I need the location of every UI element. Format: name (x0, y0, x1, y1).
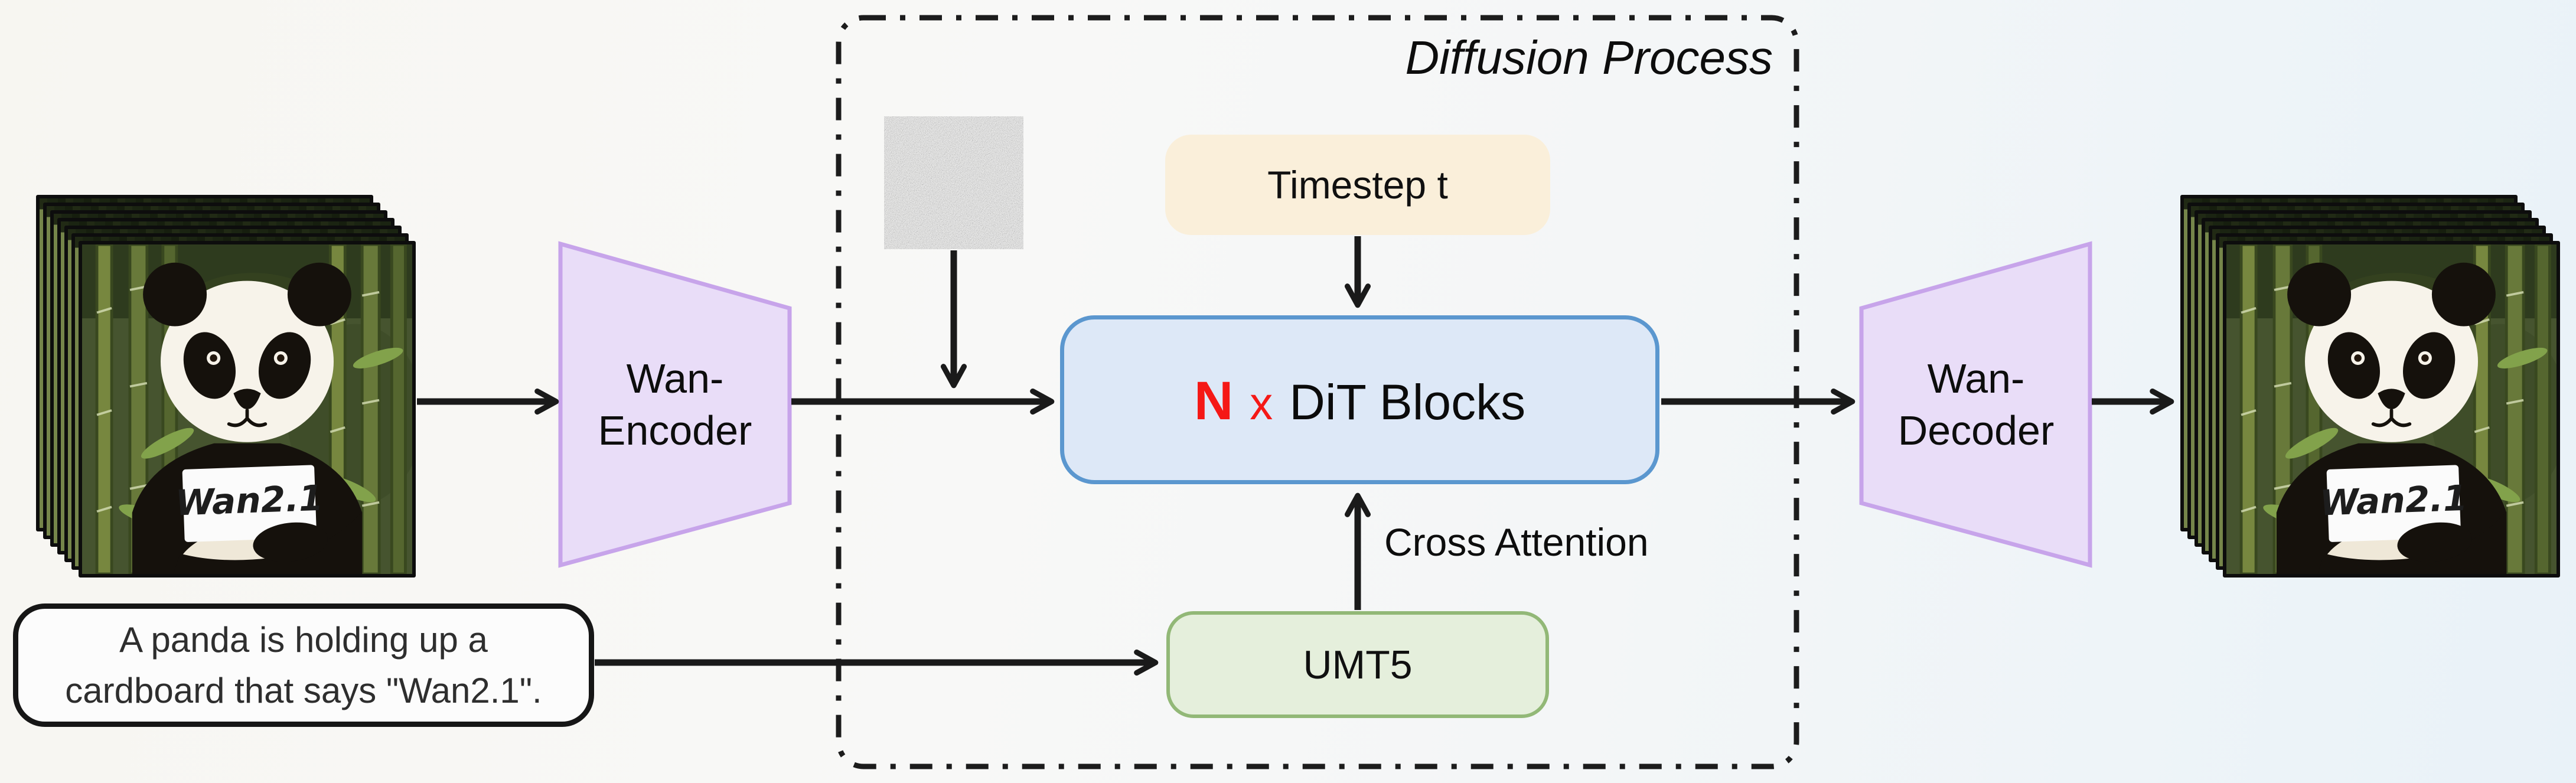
diffusion-process-title: Diffusion Process (1405, 31, 1773, 84)
input-video-frames (36, 195, 419, 580)
umt5-label: UMT5 (1303, 642, 1413, 687)
noise-image (884, 116, 1023, 249)
wan-encoder-label-line1: Wan- (626, 355, 724, 402)
wan-decoder-label: Wan- Decoder (1861, 244, 2091, 565)
cross-attention-label: Cross Attention (1384, 520, 1649, 564)
wan-decoder-label-line2: Decoder (1897, 407, 2055, 454)
panda-image (2226, 244, 2557, 574)
wan-decoder-shape (1859, 241, 2092, 568)
wan-decoder-label-line1: Wan- (1927, 355, 2025, 402)
timestep-label: Timestep t (1267, 163, 1448, 207)
diffusion-process-container (836, 15, 1799, 769)
wan-encoder-label: Wan- Encoder (560, 244, 790, 565)
video-frame-front (2223, 241, 2560, 578)
output-video-frames (2180, 195, 2563, 580)
timestep-box: Timestep t (1165, 135, 1550, 235)
prompt-box: A panda is holding up a cardboard that s… (13, 603, 594, 727)
prompt-line1: A panda is holding up a (119, 620, 488, 660)
wan-encoder-shape (558, 241, 792, 568)
dit-n: N (1194, 371, 1234, 431)
dit-times: x (1250, 377, 1273, 429)
wan-encoder-label-line2: Encoder (598, 407, 752, 454)
panda-image (82, 244, 412, 574)
dit-blocks-box: N x DiT Blocks (1060, 315, 1659, 484)
prompt-line2: cardboard that says "Wan2.1". (65, 670, 542, 710)
video-frame-front (79, 241, 416, 578)
dit-label: DiT Blocks (1289, 374, 1526, 430)
umt5-box: UMT5 (1166, 611, 1549, 718)
